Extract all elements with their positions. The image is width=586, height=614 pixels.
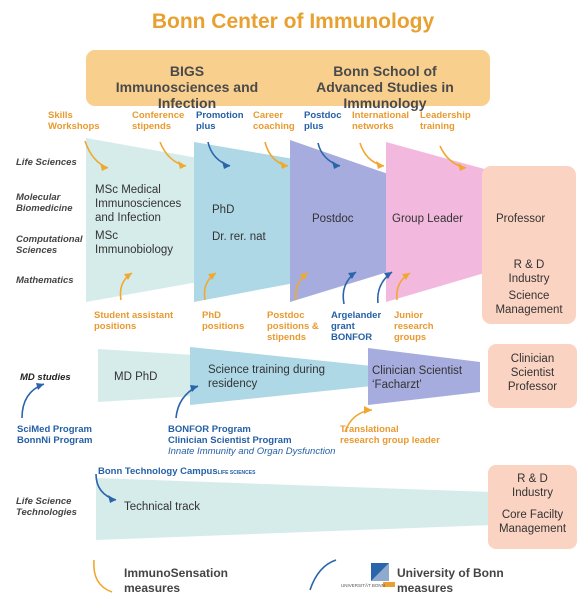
msc-medical-label: MSc Medical Immunosciences and Infection bbox=[95, 184, 182, 224]
bonfor-program-label: BONFOR Program Clinician Scientist Progr… bbox=[168, 424, 292, 446]
career-coaching-label: Career coaching bbox=[253, 110, 295, 132]
clinician-prof-box bbox=[488, 344, 577, 408]
innate-immunity-label: Innate Immunity and Organ Dysfunction bbox=[168, 446, 336, 457]
phd-stage-shape bbox=[194, 142, 300, 302]
professor-label: Professor bbox=[496, 213, 546, 225]
postdoc-positions-label: Postdoc positions & stipends bbox=[267, 310, 319, 343]
clinician-facharzt-label: Clinician Scientist ‘Facharzt’ bbox=[372, 365, 463, 391]
science-training-label: Science training during residency bbox=[208, 364, 325, 390]
skills-workshops-label: Skills Workshops bbox=[48, 110, 100, 132]
life-science-technologies-label: Life Science Technologies bbox=[16, 496, 77, 518]
md-phd-label: MD PhD bbox=[114, 371, 158, 383]
phd-label: PhD bbox=[212, 204, 235, 216]
postdoc-plus-label: Postdoc plus bbox=[304, 110, 342, 132]
md-studies-label: MD studies bbox=[20, 372, 71, 383]
professor-box bbox=[482, 166, 576, 324]
technical-track-label: Technical track bbox=[124, 501, 201, 513]
dr-rer-nat-label: Dr. rer. nat bbox=[212, 231, 266, 243]
group-leader-label: Group Leader bbox=[392, 213, 463, 225]
computational-sciences-label: Computational Sciences bbox=[16, 234, 83, 256]
uni-bonn-logo-text: UNIVERSITÄT BONN bbox=[341, 583, 385, 588]
technical-track-shape bbox=[96, 478, 492, 540]
core-facility-label: Core Facilty Management bbox=[498, 509, 567, 535]
translational-leader-label: Translational research group leader bbox=[340, 424, 440, 446]
mathematics-label: Mathematics bbox=[16, 275, 74, 286]
msc-immunobiology-label: MSc Immunobiology bbox=[95, 230, 173, 256]
leadership-training-label: Leadership training bbox=[420, 110, 471, 132]
molecular-biomedicine-label: Molecular Biomedicine bbox=[16, 192, 73, 214]
msc-stage-shape bbox=[86, 138, 198, 302]
phd-positions-label: PhD positions bbox=[202, 310, 245, 332]
junior-research-label: Junior research groups bbox=[394, 310, 434, 343]
conference-stipends-label: Conference stipends bbox=[132, 110, 185, 132]
postdoc-label: Postdoc bbox=[312, 213, 354, 225]
promotion-plus-label: Promotion plus bbox=[196, 110, 244, 132]
scimed-program-label: SciMed Program BonnNi Program bbox=[17, 424, 93, 446]
rd-core-box bbox=[488, 465, 577, 549]
graduate-schools-banner bbox=[86, 50, 490, 106]
postdoc-stage-shape bbox=[290, 140, 394, 302]
immunosensation-legend-label: ImmunoSensation measures bbox=[124, 566, 229, 595]
science-management-label: Science Management bbox=[495, 290, 563, 316]
page-title: Bonn Center of Immunology bbox=[151, 10, 435, 33]
bigs-label: BIGS Immunosciences and Infection bbox=[115, 63, 259, 111]
student-assistant-label: Student assistant positions bbox=[94, 310, 174, 332]
life-sciences-label: Life Sciences bbox=[16, 157, 77, 168]
science-training-shape bbox=[190, 347, 372, 405]
uni-bonn-legend-label: University of Bonn measures bbox=[397, 566, 504, 595]
technology-campus-sub: LIFE SCIENCES bbox=[217, 470, 256, 476]
international-networks-label: International networks bbox=[352, 110, 410, 132]
technology-campus-label: Bonn Technology CampusLIFE SCIENCES bbox=[98, 466, 256, 477]
bsai-label: Bonn School of Advanced Studies in Immun… bbox=[316, 63, 454, 111]
group-leader-stage-shape bbox=[386, 142, 488, 302]
facharzt-shape bbox=[368, 348, 480, 405]
clinician-professor-label: Clinician Scientist Professor bbox=[507, 353, 558, 393]
rd-industry-label: R & D Industry bbox=[508, 259, 550, 285]
argelander-grant-label: Argelander grant BONFOR bbox=[331, 310, 382, 343]
md-phd-shape bbox=[98, 349, 194, 402]
rd-industry-2-label: R & D Industry bbox=[512, 473, 553, 499]
